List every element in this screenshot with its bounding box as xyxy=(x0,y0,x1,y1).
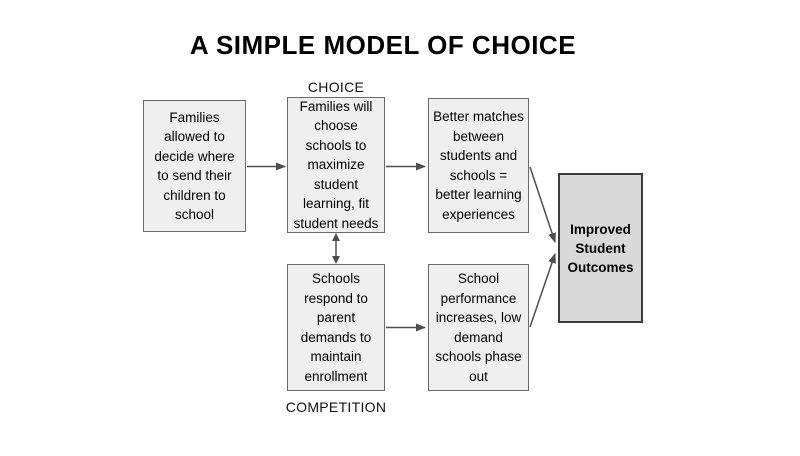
box-better-matches-text: Better matches between students and scho… xyxy=(433,109,524,222)
box-families-choose-text: Families will choose schools to maximize… xyxy=(293,98,379,231)
box-improved-student-outcomes: Improved Student Outcomes xyxy=(558,173,643,323)
slide-title: A SIMPLE MODEL OF CHOICE xyxy=(189,30,577,60)
box-families-decide: Families allowed to decide where to send… xyxy=(143,100,246,232)
box-families-decide-text: Families allowed to decide where to send… xyxy=(154,109,235,223)
arrow-school-performance-to-improved-outcomes-icon xyxy=(529,253,556,328)
choice-label: CHOICE xyxy=(307,79,365,95)
box-better-matches: Better matches between students and scho… xyxy=(428,98,529,233)
box-schools-respond-text: Schools respond to parent demands to mai… xyxy=(300,271,372,384)
box-school-performance-text: School performance increases, low demand… xyxy=(435,271,522,384)
arrow-better-matches-to-improved-outcomes-icon xyxy=(529,166,556,243)
competition-label: COMPETITION xyxy=(285,399,387,415)
box-improved-student-outcomes-text: Improved Student Outcomes xyxy=(567,221,634,275)
double-arrow-choice-competition-icon xyxy=(332,233,340,264)
box-school-performance: School performance increases, low demand… xyxy=(428,264,529,391)
box-schools-respond: Schools respond to parent demands to mai… xyxy=(287,264,385,391)
box-families-choose: Families will choose schools to maximize… xyxy=(287,97,385,233)
